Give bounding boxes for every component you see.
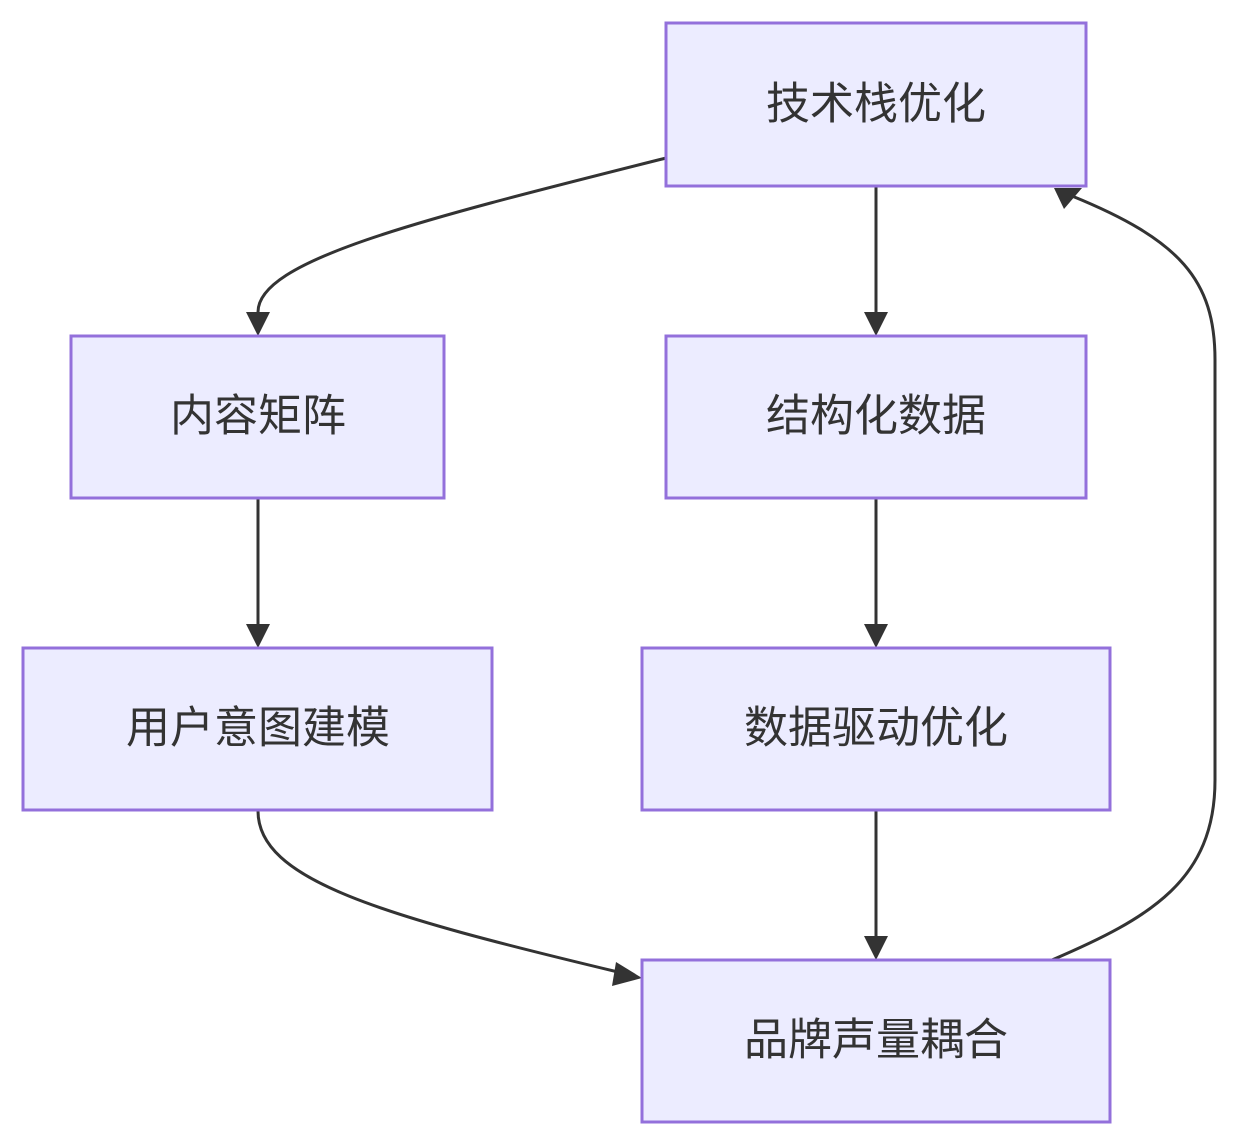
arrowhead-data-driven bbox=[864, 624, 888, 648]
node-label: 用户意图建模 bbox=[126, 703, 390, 754]
node-brand-voice[interactable]: 品牌声量耦合 bbox=[640, 958, 1112, 1124]
node-label: 数据驱动优化 bbox=[744, 703, 1008, 754]
edge-tech-stack-to-content-matrix bbox=[256, 156, 667, 313]
node-tech-stack[interactable]: 技术栈优化 bbox=[664, 21, 1088, 188]
arrowhead-brand-voice-top bbox=[864, 936, 888, 960]
arrowhead-tech-stack bbox=[1054, 188, 1082, 209]
node-box bbox=[640, 958, 1112, 1124]
arrowhead-content-matrix bbox=[246, 312, 270, 336]
node-content-matrix[interactable]: 内容矩阵 bbox=[69, 334, 446, 500]
arrowhead-user-intent bbox=[246, 624, 270, 648]
arrowhead-brand-voice-left bbox=[612, 962, 642, 986]
node-label: 品牌声量耦合 bbox=[744, 1015, 1008, 1066]
node-user-intent[interactable]: 用户意图建模 bbox=[21, 646, 494, 812]
node-box bbox=[69, 334, 446, 500]
node-box bbox=[664, 21, 1088, 188]
node-box bbox=[21, 646, 494, 812]
node-box bbox=[640, 646, 1112, 812]
node-box bbox=[664, 334, 1088, 500]
node-label: 结构化数据 bbox=[766, 391, 986, 442]
node-data-driven[interactable]: 数据驱动优化 bbox=[640, 646, 1112, 812]
node-label: 内容矩阵 bbox=[170, 391, 346, 442]
edges bbox=[246, 156, 1217, 986]
arrowhead-structured-data bbox=[864, 312, 888, 336]
edge-brand-voice-to-tech-stack bbox=[1051, 194, 1217, 962]
node-structured-data[interactable]: 结构化数据 bbox=[664, 334, 1088, 500]
edge-user-intent-to-brand-voice bbox=[256, 810, 619, 974]
node-label: 技术栈优化 bbox=[766, 79, 986, 130]
